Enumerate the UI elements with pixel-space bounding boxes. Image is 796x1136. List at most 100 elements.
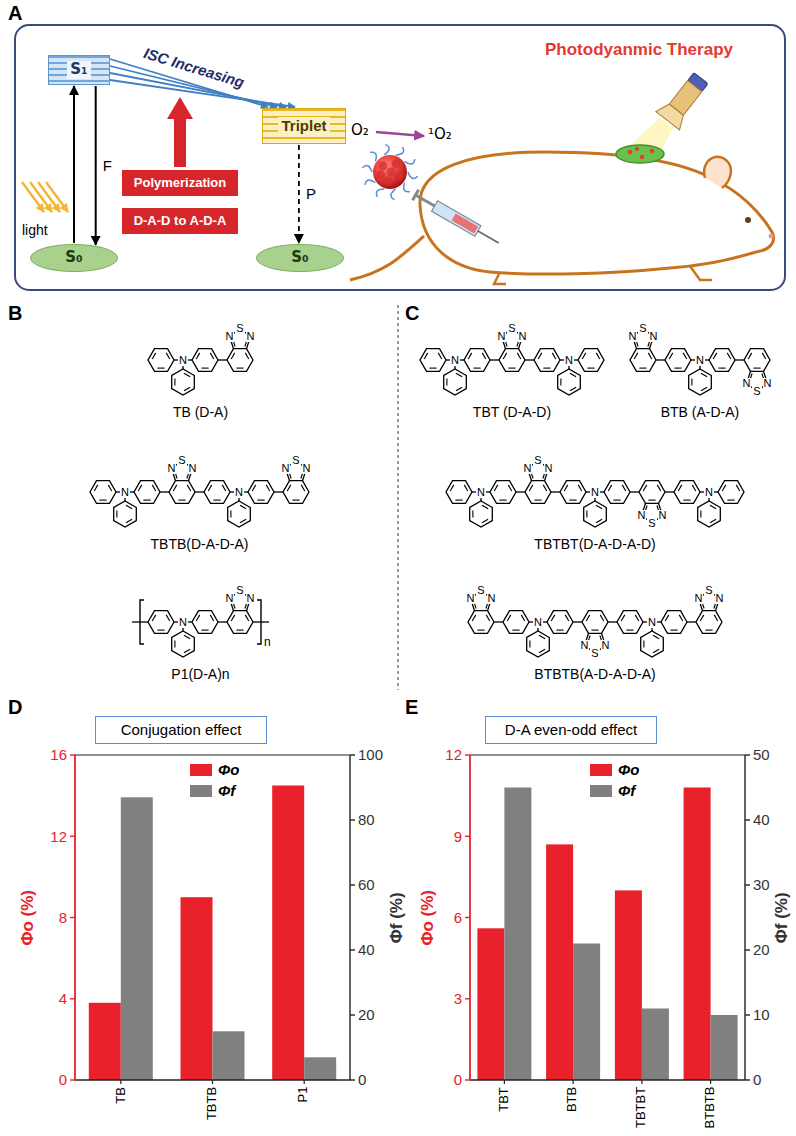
atom-label: S [647, 518, 656, 529]
oxygen-arrow [376, 132, 424, 136]
atom-label: N [628, 331, 638, 342]
benzene-ring [641, 631, 664, 657]
plot-frame [470, 754, 745, 755]
ground-state-ellipse: S₀ [256, 244, 344, 272]
panel-letter: A [8, 2, 22, 25]
benzene-ring [604, 481, 630, 504]
atom-label: N [450, 355, 460, 366]
bar-phi-f [504, 788, 531, 1081]
double-bond [736, 485, 740, 491]
double-bond [196, 353, 200, 359]
atom-label: N [564, 355, 574, 366]
double-bond [236, 630, 243, 631]
double-bond [534, 500, 541, 501]
double-bond [508, 368, 515, 369]
syringe [413, 190, 502, 248]
double-bond [507, 615, 511, 621]
double-bond [257, 500, 264, 501]
double-bond [424, 353, 428, 359]
mouse-eye [745, 217, 751, 223]
tick-mark [710, 1080, 711, 1084]
x-axis [470, 1079, 745, 1080]
double-bond [543, 368, 550, 369]
molecule-name: BTBTB(A-D-A-D-A) [534, 666, 655, 682]
double-bond [665, 615, 669, 621]
node-text: S₀ [291, 249, 308, 266]
benzene-ring [661, 611, 687, 634]
double-bond [613, 500, 620, 501]
polymer-strand [384, 144, 389, 155]
double-bond [486, 615, 490, 621]
atom-label: N [715, 593, 725, 604]
double-bond [648, 353, 652, 359]
bond-line [274, 491, 283, 492]
double-bond [482, 505, 488, 509]
double-bond [464, 485, 468, 491]
polymer-strand [370, 152, 376, 161]
benzene-ring [674, 481, 700, 504]
double-bond [564, 485, 568, 491]
benzene-ring [744, 349, 770, 372]
double-bond [705, 630, 712, 631]
atom-label: N [487, 593, 497, 604]
double-bond [517, 353, 521, 359]
double-bond [713, 353, 717, 359]
double-bond [669, 353, 673, 359]
double-bond [482, 519, 488, 523]
flashlight-head [656, 100, 688, 130]
bar-phi-f [213, 1031, 245, 1080]
atom-label: N [533, 617, 543, 628]
node-text: D-A-D to A-D-A [134, 214, 227, 229]
double-bond [596, 519, 602, 523]
double-bond [174, 640, 175, 647]
double-bond [201, 368, 208, 369]
tick-label: 50 [753, 746, 770, 763]
category-label: BTB [566, 1087, 581, 1112]
panel-letter: D [8, 696, 22, 719]
tick-mark [350, 949, 355, 950]
node-text: Triplet [278, 117, 329, 134]
bond-line [656, 359, 665, 360]
ground-state-ellipse: S₀ [30, 244, 118, 272]
atom-label: N [704, 487, 714, 498]
category-label: TBT [497, 1087, 512, 1112]
node-text: S₁ [67, 61, 90, 78]
benzene-ring [172, 369, 195, 395]
double-bond [456, 387, 462, 391]
tick-mark [350, 1079, 355, 1080]
double-bond [438, 353, 442, 359]
double-bond [552, 353, 556, 359]
benzene-ring [617, 611, 643, 634]
category-label: TB [113, 1087, 128, 1104]
benzene-ring [696, 611, 722, 634]
singlet-oxygen-label: ¹O₂ [428, 126, 452, 143]
benzene-ring [283, 481, 309, 504]
molecule-name: TB (D-A) [173, 404, 228, 420]
double-bond [586, 615, 590, 621]
double-bond [138, 485, 142, 491]
atom-label: N [647, 617, 657, 628]
syringe-thumb [413, 190, 419, 200]
benzene-ring [420, 349, 446, 372]
double-bond [621, 615, 625, 621]
therapy-title: Photodyanmic Therapy [545, 40, 733, 60]
double-bond [178, 500, 185, 501]
tick-mark [641, 1080, 642, 1084]
benzene-ring [709, 349, 735, 372]
polymer-strand [391, 189, 396, 200]
category-label: TBTBT [634, 1087, 649, 1128]
legend-label: Φf [218, 782, 235, 799]
tick-label: 40 [358, 941, 375, 958]
panel-letter: C [405, 302, 419, 325]
atom-label: N [234, 487, 244, 498]
polymer-strand [396, 147, 404, 155]
light-ray [46, 182, 68, 212]
polymer-strand [365, 180, 375, 185]
polymer-strand [404, 183, 410, 192]
bond-line [160, 491, 169, 492]
connector-line [298, 145, 300, 243]
double-bond [565, 615, 569, 621]
tick-label: 20 [358, 1006, 375, 1023]
double-bond [700, 510, 701, 517]
double-bond [569, 500, 576, 501]
